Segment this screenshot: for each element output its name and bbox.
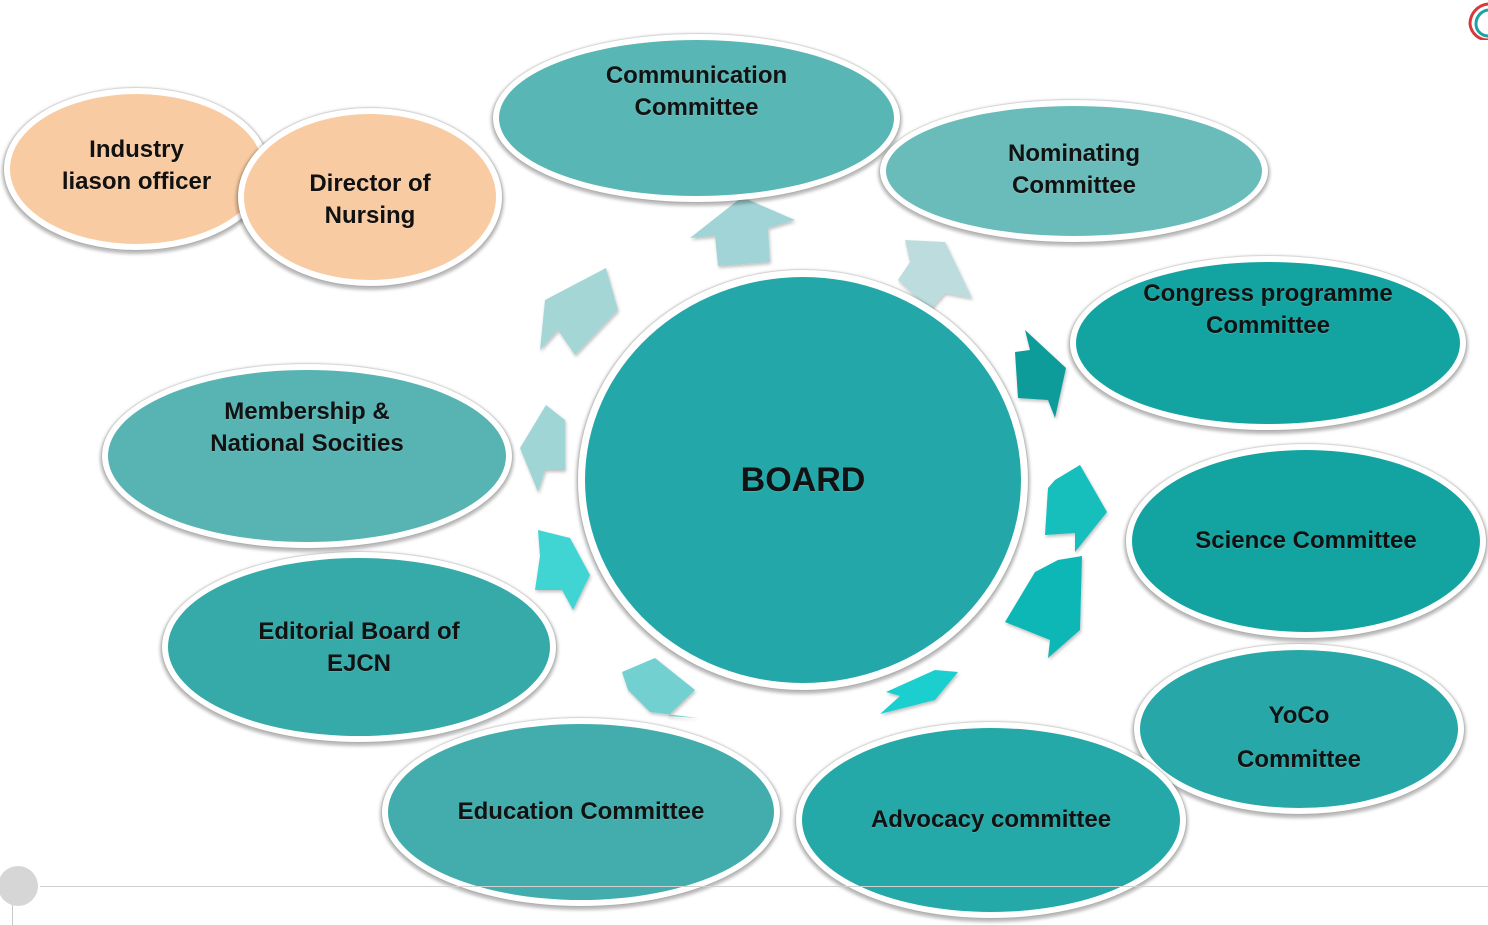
node-label: YoCo Committee [1236,702,1362,773]
node-advocacy-committee: Advocacy committee [796,722,1186,918]
node-membership-committee: Membership & National Socities [102,364,512,548]
arrow-upper-left [540,268,618,355]
node-label: Membership & National Socities [210,398,404,457]
arrow-to-membership [520,405,565,492]
footer-rule [40,886,1488,887]
node-label: Science Committee [1195,527,1417,554]
node-label: Director of Nursing [309,170,431,229]
board-label: BOARD [740,461,866,499]
arrow-to-science [1045,465,1107,552]
node-education-committee: Education Committee [382,718,780,906]
arrow-to-communication [690,197,795,266]
node-congress-programme-committee: Congress programme Committee [1070,256,1466,430]
arrow-to-yoco [1005,556,1082,658]
node-label: Communication Committee [605,62,788,121]
arrow-to-nominating [898,240,972,310]
node-yoco-committee: YoCo Committee [1134,644,1464,814]
footer-circle [0,866,38,906]
node-science-committee: Science Committee [1126,444,1486,638]
node-label: Industry liason officer [61,136,212,195]
node-industry-liaison: Industry liason officer [4,88,269,250]
logo-icon [1468,2,1488,40]
node-communication-committee: Communication Committee [493,34,900,202]
node-nominating-committee: Nominating Committee [880,100,1268,242]
node-label: Education Committee [457,798,705,825]
arrow-to-editorial [535,530,590,610]
node-label: Editorial Board of EJCN [258,618,460,677]
arrow-to-education [622,658,698,718]
footer-tick [12,905,13,925]
node-label: Congress programme Committee [1143,280,1393,339]
arrow-to-congress [1015,330,1066,418]
node-board: BOARD [578,270,1028,690]
node-label: Advocacy committee [870,806,1112,833]
node-label: Nominating Committee [1008,140,1140,199]
arrow-to-advocacy [880,670,958,714]
node-editorial-board: Editorial Board of EJCN [162,552,556,742]
node-director-of-nursing: Director of Nursing [238,108,502,286]
